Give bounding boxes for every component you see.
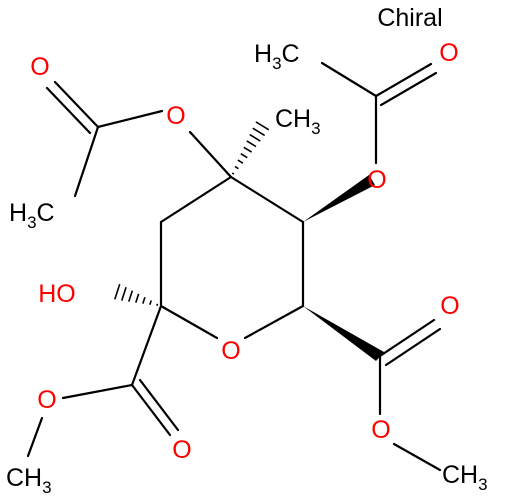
bond-c2-oring (159, 304, 219, 340)
hash-bond-c4-methyl (231, 121, 270, 175)
bond-c2-ester-left-c (130, 304, 163, 387)
bond-c4-o-acetyl-left (188, 130, 233, 179)
ring-bonds (159, 175, 305, 340)
bond-oring-c6 (243, 304, 305, 340)
bond-acetyl-right-c-methyl (320, 61, 378, 98)
bond-ester-left-c-double-o-b (138, 378, 180, 432)
hash-bond-c2-hydroxyl (114, 283, 159, 306)
methyl-ester-right-label: CH3 (442, 461, 488, 494)
bond-acetyl-left-c-methyl (73, 125, 100, 198)
bond-ester-right-o-methyl (392, 442, 442, 472)
bond-o-acetyl-left-carbonyl-c (96, 109, 164, 129)
bond-c5-c4 (229, 175, 305, 224)
acetyl-left-ester-oxygen-label: O (166, 102, 185, 130)
methyl-c4-label: CH3 (275, 105, 321, 138)
ester-right-single-oxygen-label: O (371, 416, 390, 444)
hydroxyl-h: H (38, 280, 56, 308)
bond-acetyl-left-c-double-o-b (45, 86, 92, 135)
ring-oxygen-label: O (221, 337, 240, 365)
chiral-flag-label: Chiral (377, 4, 442, 32)
methyl-acetyl-left-label: H3C (9, 199, 55, 232)
ester-left-carbonyl-oxygen-label: O (172, 436, 191, 464)
bond-acetyl-right-c-double-o-b (379, 71, 438, 107)
wedge-bond-c6-ester-right-c (303, 306, 384, 361)
ester-right-carbonyl-oxygen-label: O (440, 292, 459, 320)
bond-ester-right-c-double-o-a (378, 318, 436, 358)
bond-ester-left-o-methyl (26, 416, 44, 458)
bond-ester-right-c-double-o-b (384, 327, 442, 367)
acetyl-right-ester-oxygen-label: O (367, 166, 386, 194)
ester-left-single-oxygen-label: O (37, 386, 56, 414)
acetyl-left-carbonyl-oxygen-label: O (30, 53, 49, 81)
hydroxyl-label: HO (38, 280, 76, 308)
bond-acetyl-right-c-double-o-a (374, 62, 433, 98)
wedge-bond-c5-o-acetyl-right (303, 175, 375, 222)
bond-acetyl-left-c-double-o-a (53, 80, 100, 129)
acetyl-right-carbonyl-oxygen-label: O (439, 39, 458, 67)
methyl-ester-left-label: CH3 (6, 464, 52, 497)
hydroxyl-o: O (56, 280, 75, 308)
bond-ester-left-c-double-o-a (130, 383, 172, 437)
bond-c3-c4 (159, 175, 233, 224)
methyl-acetyl-right-label: H3C (254, 40, 300, 73)
bond-ester-left-c-o-single (61, 383, 134, 400)
